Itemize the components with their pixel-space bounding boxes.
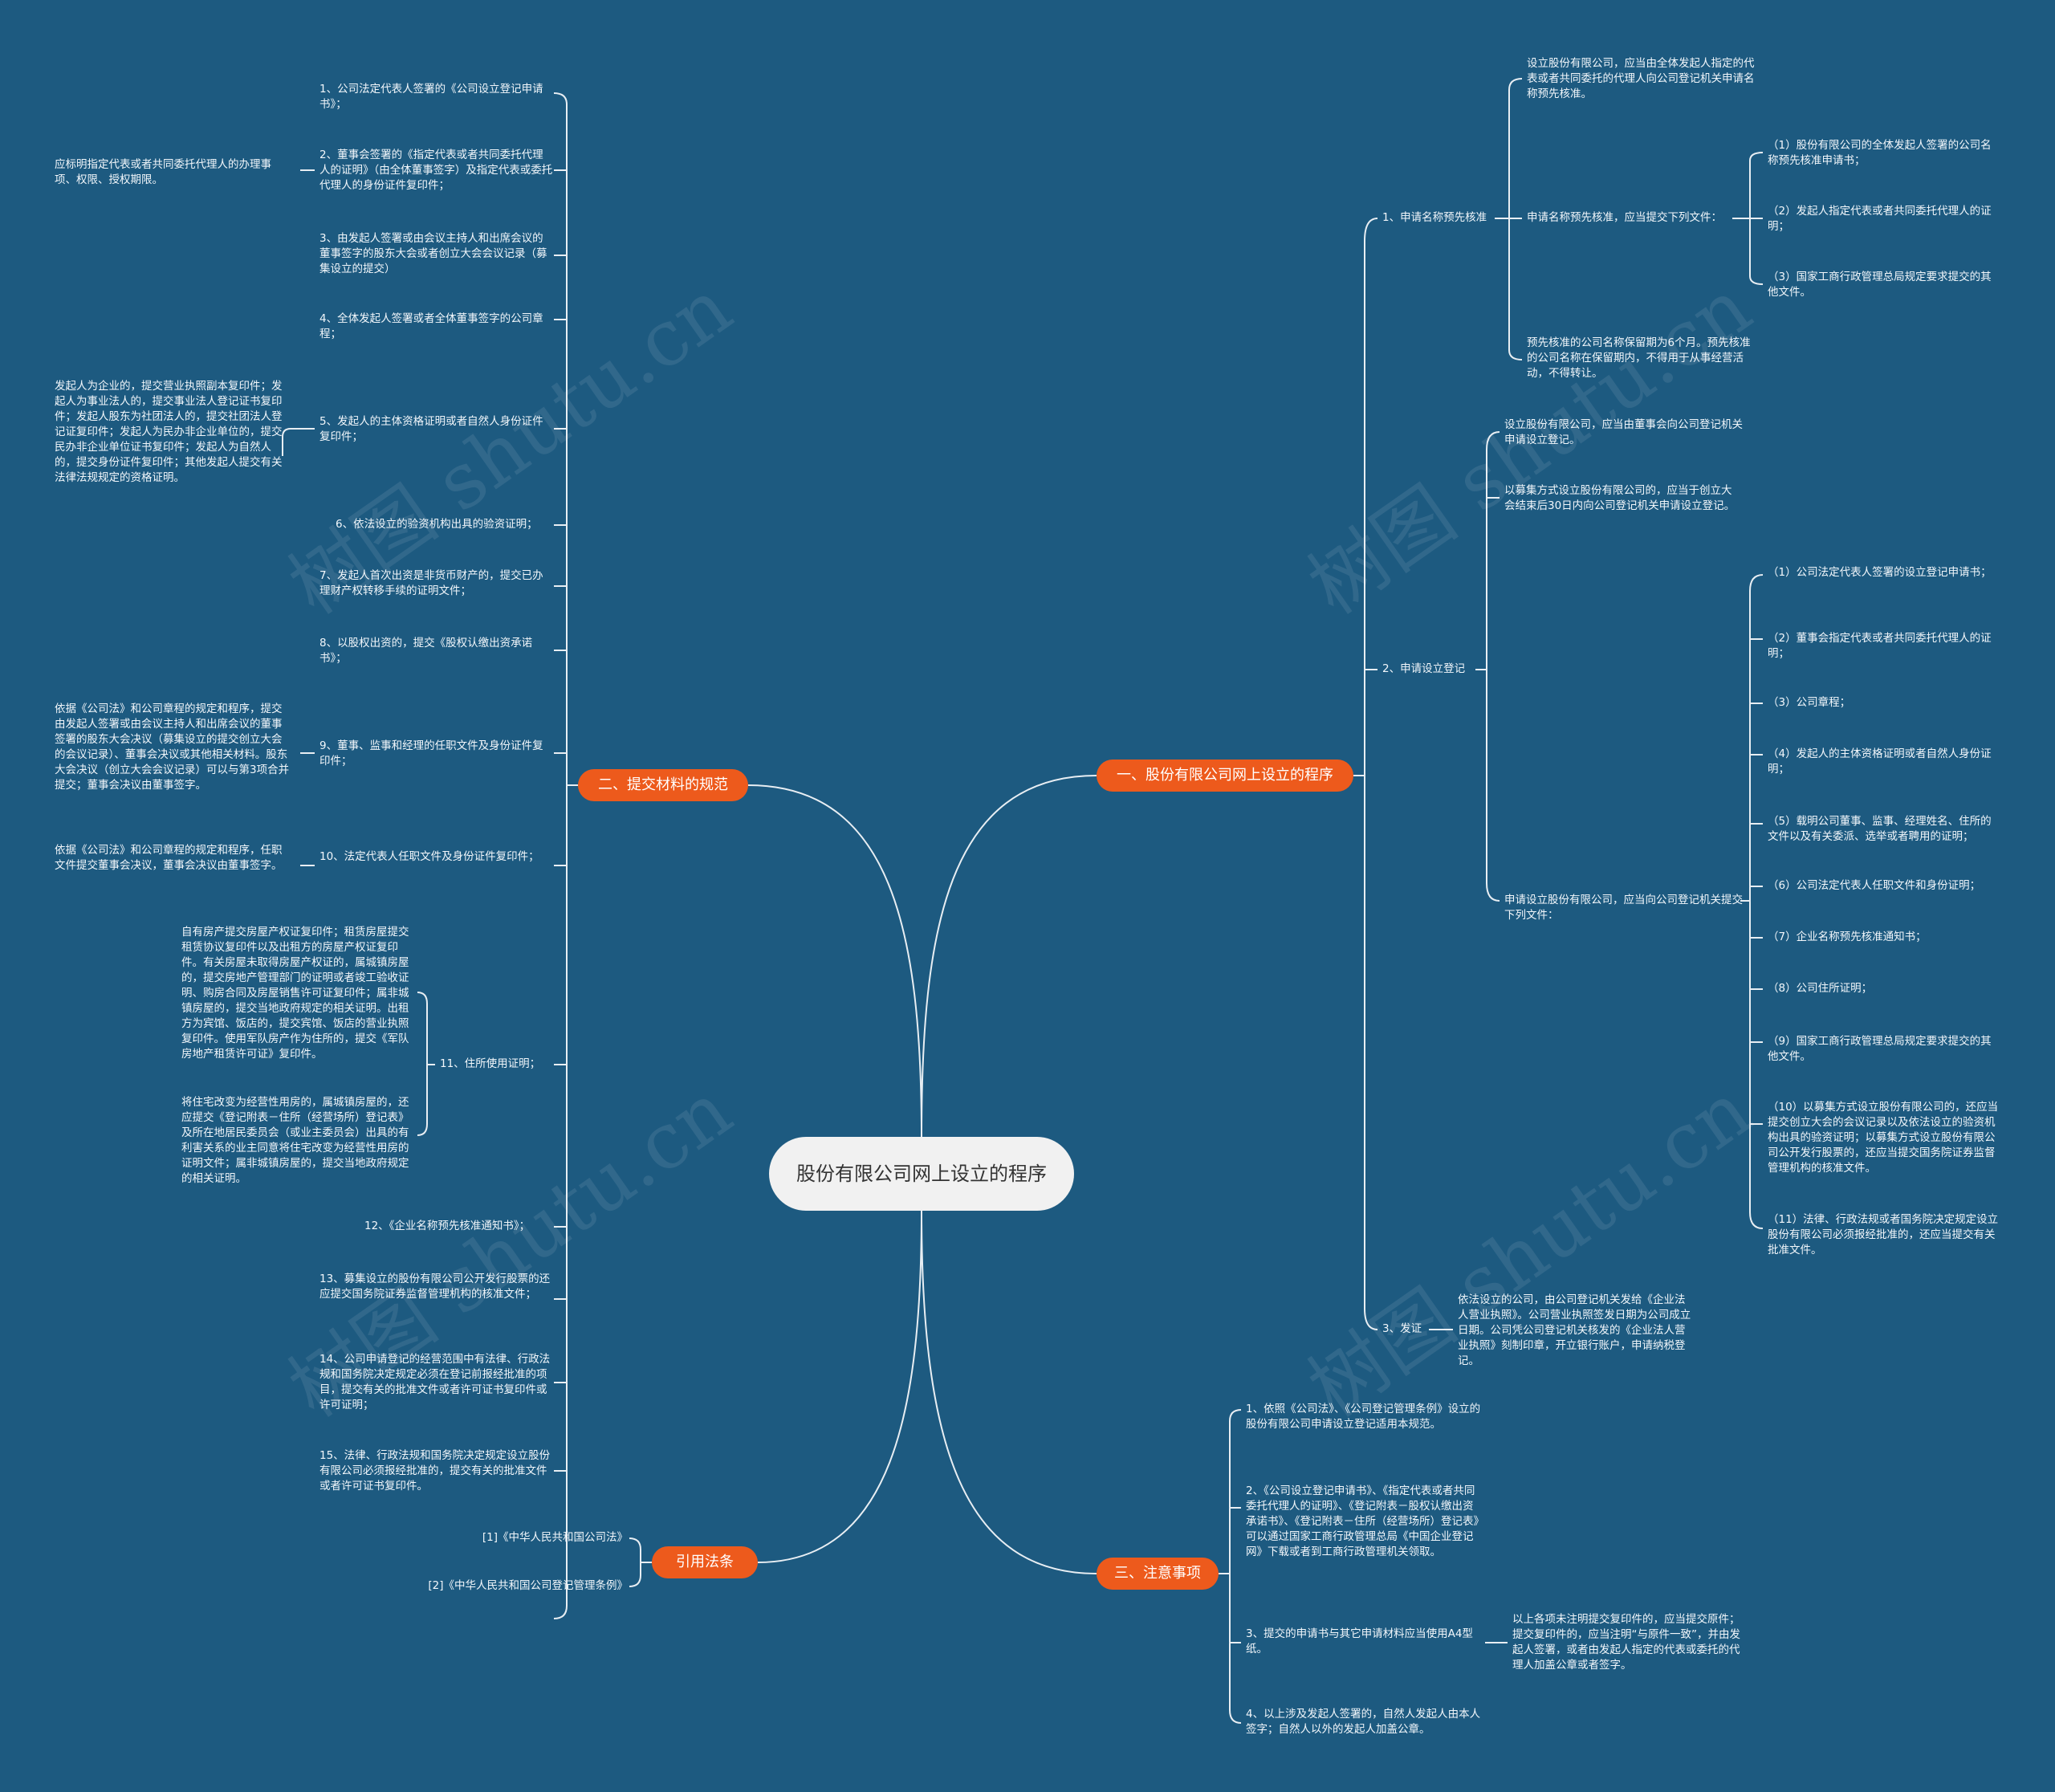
branch-node[interactable]: 一、股份有限公司网上设立的程序: [1097, 760, 1353, 792]
list-item: （6）公司法定代表人任职文件和身份证明；: [1768, 879, 1981, 892]
list-item: （3）国家工商行政管理总局规定要求提交的其他文件。: [1768, 271, 1992, 299]
list-item: （5）载明公司董事、监事、经理姓名、住所的文件以及有关委派、选举或者聘用的证明；: [1768, 815, 1992, 843]
list-item: 10、法定代表人任职文件及身份证件复印件；: [319, 850, 539, 863]
list-item: 15、法律、行政法规和国务院决定规定设立股份有限公司必须报经批准的，提交有关的批…: [319, 1449, 551, 1493]
list-item: 1、公司法定代表人签署的《公司设立登记申请书》；: [319, 83, 543, 111]
list-item: （9）国家工商行政管理总局规定要求提交的其他文件。: [1768, 1035, 1992, 1063]
list-item: （11）法律、行政法规或者国务院决定规定设立股份有限公司必须报经批准的，还应当提…: [1768, 1213, 1999, 1256]
list-item: （8）公司住所证明；: [1768, 982, 1873, 995]
list-item: 5、发起人的主体资格证明或者自然人身份证件复印件；: [319, 415, 543, 443]
branch-node[interactable]: 引用法条: [652, 1546, 758, 1578]
list-item: 13、募集设立的股份有限公司公开发行股票的还应提交国务院证券监督管理机构的核准文…: [319, 1273, 551, 1301]
list-item: 9、董事、监事和经理的任职文件及身份证件复印件；: [319, 739, 543, 768]
node-text: 申请名称预先核准，应当提交下列文件：: [1527, 211, 1722, 224]
node-text: 预先核准的公司名称保留期为6个月。预先核准的公司名称在保留期内，不得用于从事经营…: [1527, 336, 1751, 380]
list-item: （4）发起人的主体资格证明或者自然人身份证明；: [1768, 747, 1992, 776]
note-text: 自有房产提交房屋产权证复印件；租赁房屋提交租赁协议复印件以及出租方的房屋产权证复…: [181, 926, 409, 1061]
list-item: （7）企业名称预先核准通知书；: [1768, 931, 1927, 943]
branch-node[interactable]: 二、提交材料的规范: [578, 769, 748, 801]
list-item: 14、公司申请登记的经营范围中有法律、行政法规和国务院决定规定必须在登记前报经批…: [319, 1353, 551, 1411]
list-item: （1）公司法定代表人签署的设立登记申请书；: [1768, 566, 1992, 579]
list-item: [2]《中华人民共和国公司登记管理条例》: [428, 1579, 628, 1592]
list-item: （2）董事会指定代表或者共同委托代理人的证明；: [1768, 632, 1992, 660]
list-item: 7、发起人首次出资是非货币财产的，提交已办理财产权转移手续的证明文件；: [319, 569, 543, 597]
list-item: 1、依照《公司法》、《公司登记管理条例》设立的股份有限公司申请设立登记适用本规范…: [1246, 1403, 1481, 1431]
list-item: 8、以股权出资的，提交《股权认缴出资承诺书》；: [319, 637, 533, 665]
list-item: 3、提交的申请书与其它申请材料应当使用A4型纸。: [1246, 1627, 1473, 1656]
note-text: 应标明指定代表或者共同委托代理人的办理事项、权限、授权期限。: [55, 158, 271, 186]
list-item: 2、《公司设立登记申请书》、《指定代表或者共同委托代理人的证明》、《登记附表－股…: [1246, 1485, 1479, 1558]
node-text: 设立股份有限公司，应当由全体发起人指定的代表或者共同委托的代理人向公司登记机关申…: [1527, 57, 1755, 100]
note-text: 依据《公司法》和公司章程的规定和程序，提交由发起人签署或由会议主持人和出席会议的…: [55, 703, 290, 792]
node-label: 2、申请设立登记: [1382, 662, 1466, 675]
list-item: 11、住所使用证明；: [440, 1057, 541, 1070]
root-node[interactable]: 股份有限公司网上设立的程序: [769, 1137, 1074, 1211]
list-item: 3、由发起人签署或由会议主持人和出席会议的董事签字的股东大会或者创立大会会议记录…: [319, 232, 547, 275]
node-text: 依法设立的公司，由公司登记机关发给《企业法人营业执照》。公司营业执照签发日期为公…: [1458, 1293, 1691, 1367]
list-item: 2、董事会签署的《指定代表或者共同委托代理人的证明》（由全体董事签字）及指定代表…: [319, 149, 553, 192]
list-item: （1）股份有限公司的全体发起人签署的公司名称预先核准申请书；: [1768, 139, 1992, 167]
branch-node[interactable]: 三、注意事项: [1097, 1558, 1219, 1590]
list-item: 12、《企业名称预先核准通知书》；: [364, 1220, 531, 1232]
note-text: 将住宅改变为经营性用房的，属城镇房屋的，还应提交《登记附表－住所（经营场所）登记…: [181, 1096, 409, 1185]
node-text: 以募集方式设立股份有限公司的，应当于创立大会结束后30日内向公司登记机关申请设立…: [1504, 484, 1736, 512]
note-text: 以上各项未注明提交复印件的，应当提交原件；提交复印件的，应当注明“与原件一致”，…: [1512, 1613, 1740, 1672]
note-text: 依据《公司法》和公司章程的规定和程序，任职文件提交董事会决议，董事会决议由董事签…: [55, 844, 283, 872]
list-item: （10）以募集方式设立股份有限公司的，还应当提交创立大会的会议记录以及依法设立的…: [1768, 1101, 1999, 1175]
list-item: 4、以上涉及发起人签署的，自然人发起人由本人签字；自然人以外的发起人加盖公章。: [1246, 1708, 1481, 1736]
node-text: 申请设立股份有限公司，应当向公司登记机关提交下列文件：: [1504, 894, 1743, 922]
node-label: 3、发证: [1382, 1322, 1422, 1335]
node-label: 1、申请名称预先核准: [1382, 211, 1487, 224]
list-item: [1]《中华人民共和国公司法》: [482, 1531, 628, 1544]
list-item: 6、依法设立的验资机构出具的验资证明；: [336, 518, 538, 531]
list-item: （3）公司章程；: [1768, 696, 1851, 709]
list-item: （2）发起人指定代表或者共同委托代理人的证明；: [1768, 205, 1992, 233]
node-text: 设立股份有限公司，应当由董事会向公司登记机关申请设立登记。: [1504, 418, 1743, 446]
note-text: 发起人为企业的，提交营业执照副本复印件；发起人为事业法人的，提交事业法人登记证书…: [55, 380, 283, 484]
list-item: 4、全体发起人签署或者全体董事签字的公司章程；: [319, 312, 543, 340]
